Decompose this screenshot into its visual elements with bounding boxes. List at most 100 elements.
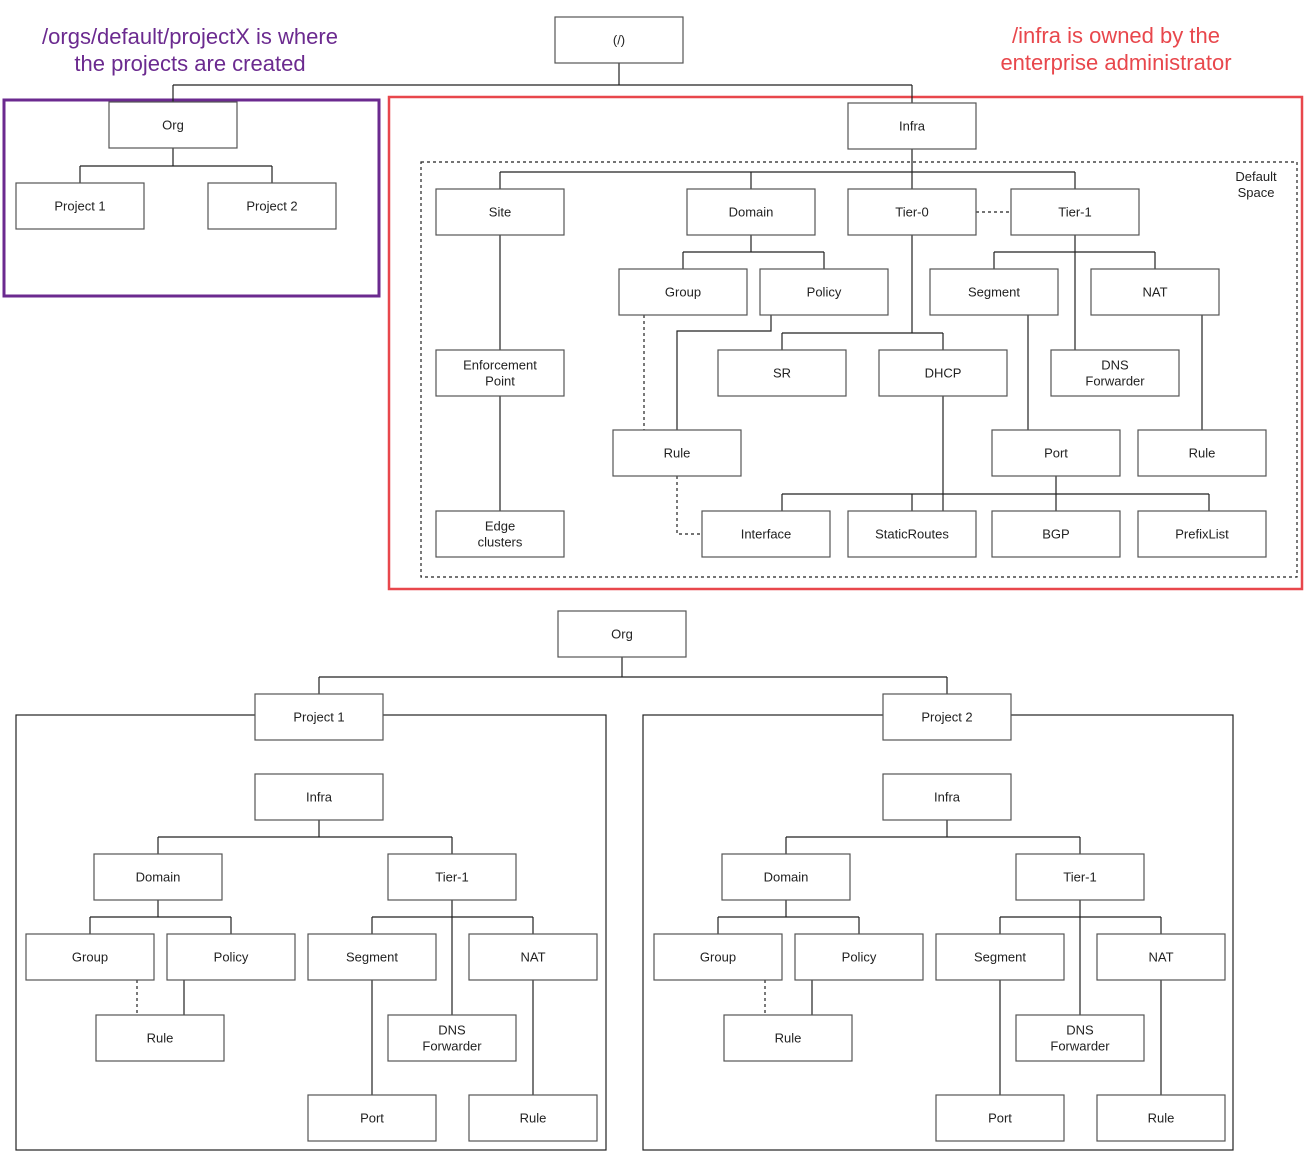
p2-policy-node: Policy [794, 933, 924, 981]
p1-policy-rule-node-box [95, 1014, 225, 1062]
infra-annotation-line1: /infra is owned by the [1012, 23, 1220, 48]
segment-node-box [929, 268, 1059, 316]
p2-policy-node-label: Policy [842, 950, 877, 965]
dhcp-node-label: DHCP [925, 366, 962, 381]
p2-group-node: Group [653, 933, 783, 981]
project2-node-box [207, 182, 337, 230]
port-node-label: Port [1044, 446, 1068, 461]
p2-nat-rule-node-label: Rule [1148, 1111, 1175, 1126]
p2-dns-forwarder-node-label: DNS [1066, 1023, 1094, 1038]
enforcement-point-node-label: Enforcement [463, 358, 537, 373]
project1-node-label: Project 1 [54, 199, 105, 214]
infra-annotation-line2: enterprise administrator [1000, 50, 1231, 75]
enforcement-point-node-label: Point [485, 374, 515, 389]
port-node-box [991, 429, 1121, 477]
orgs-annotation-line1: /orgs/default/projectX is where [42, 24, 338, 49]
p2-project-node-box [882, 693, 1012, 741]
tier0-node-label: Tier-0 [895, 205, 928, 220]
nat-node: NAT [1090, 268, 1220, 316]
p2-nat-node-label: NAT [1148, 950, 1173, 965]
p1-tier1-node-label: Tier-1 [435, 870, 468, 885]
p1-infra-node-box [254, 773, 384, 821]
p2-domain-node: Domain [721, 853, 851, 901]
p1-dns-forwarder-node-box [387, 1014, 517, 1062]
tier0-node-box [847, 188, 977, 236]
orgs-projects-region [2, 98, 381, 298]
p2-segment-node: Segment [935, 933, 1065, 981]
p1-nat-node-box [468, 933, 598, 981]
p1-port-node: Port [307, 1094, 437, 1142]
tier1-node: Tier-1 [1010, 188, 1140, 236]
nat-rule-node-box [1137, 429, 1267, 477]
p2-infra-node: Infra [882, 773, 1012, 821]
nat-node-label: NAT [1142, 285, 1167, 300]
domain-node: Domain [686, 188, 816, 236]
interface-node-box [701, 510, 831, 558]
p2-port-node: Port [935, 1094, 1065, 1142]
policy-node-box [759, 268, 889, 316]
p1-group-node-box [25, 933, 155, 981]
orgs-annotation-line2: the projects are created [74, 51, 305, 76]
p1-group-node: Group [25, 933, 155, 981]
p2-segment-node-label: Segment [974, 950, 1026, 965]
policy-rule-node: Rule [612, 429, 742, 477]
p2-project-node-label: Project 2 [921, 710, 972, 725]
p1-project-node: Project 1 [254, 693, 384, 741]
p1-group-node-label: Group [72, 950, 108, 965]
p1-domain-node-label: Domain [136, 870, 181, 885]
p2-policy-rule-node-box [723, 1014, 853, 1062]
interface-node: Interface [701, 510, 831, 558]
p2-group-node-box [653, 933, 783, 981]
p1-dns-forwarder-node-label: Forwarder [422, 1039, 482, 1054]
nat-node-box [1090, 268, 1220, 316]
p1-nat-rule-node-box [468, 1094, 598, 1142]
site-node-box [435, 188, 565, 236]
prefix-list-node: PrefixList [1137, 510, 1267, 558]
p2-segment-node-box [935, 933, 1065, 981]
p2-port-node-box [935, 1094, 1065, 1142]
static-routes-node: StaticRoutes [847, 510, 977, 558]
policy-rule-node-box [612, 429, 742, 477]
edge-clusters-node-label: clusters [478, 535, 523, 550]
p2-tier1-node-box [1015, 853, 1145, 901]
p1-nat-rule-node-label: Rule [520, 1111, 547, 1126]
infra-node: Infra [847, 102, 977, 150]
domain-node-box [686, 188, 816, 236]
p2-port-node-label: Port [988, 1111, 1012, 1126]
p2-policy-node-box [794, 933, 924, 981]
p1-tier1-node: Tier-1 [387, 853, 517, 901]
p1-policy-rule-node: Rule [95, 1014, 225, 1062]
p2-group-node-label: Group [700, 950, 736, 965]
nat-rule-node-label: Rule [1189, 446, 1216, 461]
project1-node-box [15, 182, 145, 230]
policy-node: Policy [759, 268, 889, 316]
p2-nat-node-box [1096, 933, 1226, 981]
p2-policy-rule-node: Rule [723, 1014, 853, 1062]
project2-node: Project 2 [207, 182, 337, 230]
p1-segment-node-label: Segment [346, 950, 398, 965]
p2-dns-forwarder-node-label: Forwarder [1050, 1039, 1110, 1054]
site-node-label: Site [489, 205, 511, 220]
root-node: (/) [554, 16, 684, 64]
edge-clusters-node-label: Edge [485, 519, 515, 534]
sr-node: SR [717, 349, 847, 397]
p1-infra-node-label: Infra [306, 790, 333, 805]
static-routes-node-box [847, 510, 977, 558]
sr-node-label: SR [773, 366, 791, 381]
p1-tier1-node-box [387, 853, 517, 901]
sr-node-box [717, 349, 847, 397]
dns-forwarder-node-label: Forwarder [1085, 374, 1145, 389]
p1-port-node-label: Port [360, 1111, 384, 1126]
p1-domain-node-box [93, 853, 223, 901]
infra-node-label: Infra [899, 119, 926, 134]
tier1-node-label: Tier-1 [1058, 205, 1091, 220]
p2-tier1-node-label: Tier-1 [1063, 870, 1096, 885]
p2-nat-rule-node: Rule [1096, 1094, 1226, 1142]
port-node: Port [991, 429, 1121, 477]
